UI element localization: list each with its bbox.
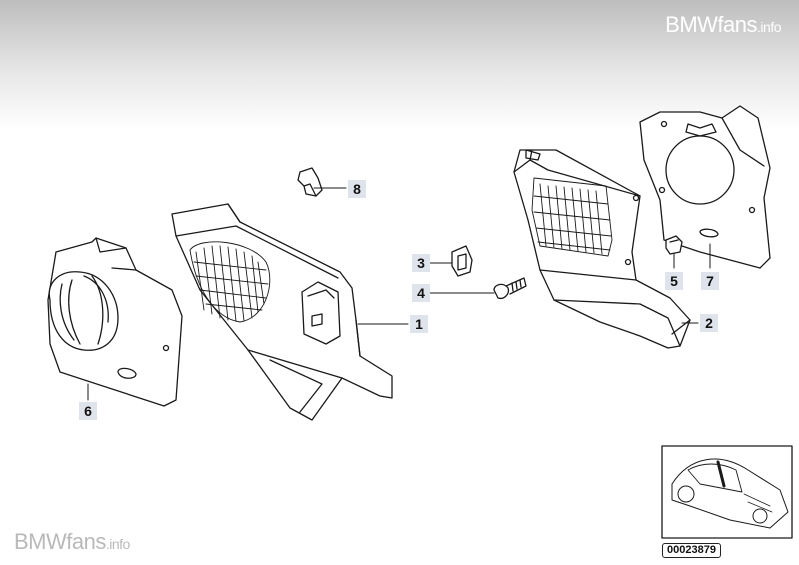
part-8-clip: [297, 167, 323, 197]
callout-6: 6: [79, 402, 97, 420]
watermark-bottom: BMWfans.info: [14, 529, 130, 555]
part-4-screw: [493, 277, 527, 300]
part-5-nut: [665, 235, 683, 255]
diagram-reference-number: 00023879: [662, 543, 721, 558]
watermark-domain-bottom: .info: [105, 536, 130, 552]
part-1-speaker-grille: [189, 241, 271, 323]
part-2-right-trim-panel: [513, 149, 691, 349]
callout-7: 7: [701, 272, 719, 290]
part-6-speaker-housing: [47, 237, 183, 407]
callout-8: 8: [348, 180, 366, 198]
car-locator-thumbnail: [661, 445, 793, 539]
callout-5: 5: [665, 272, 683, 290]
part-7-speaker-plate: [639, 105, 771, 269]
callout-2: 2: [700, 314, 718, 332]
callout-3: 3: [412, 254, 430, 272]
part-3-clip: [451, 245, 473, 277]
leader-lines: [87, 187, 711, 401]
callout-4: 4: [412, 284, 430, 302]
watermark-brand-bottom: BMWfans: [14, 529, 106, 554]
part-1-left-trim-panel: [171, 203, 393, 421]
part-2-speaker-grille: [531, 177, 613, 257]
watermark-domain: .info: [757, 19, 781, 35]
watermark-brand: BMWfans: [665, 12, 758, 37]
callout-1: 1: [410, 315, 428, 333]
watermark-top: BMWfans.info: [665, 12, 781, 38]
